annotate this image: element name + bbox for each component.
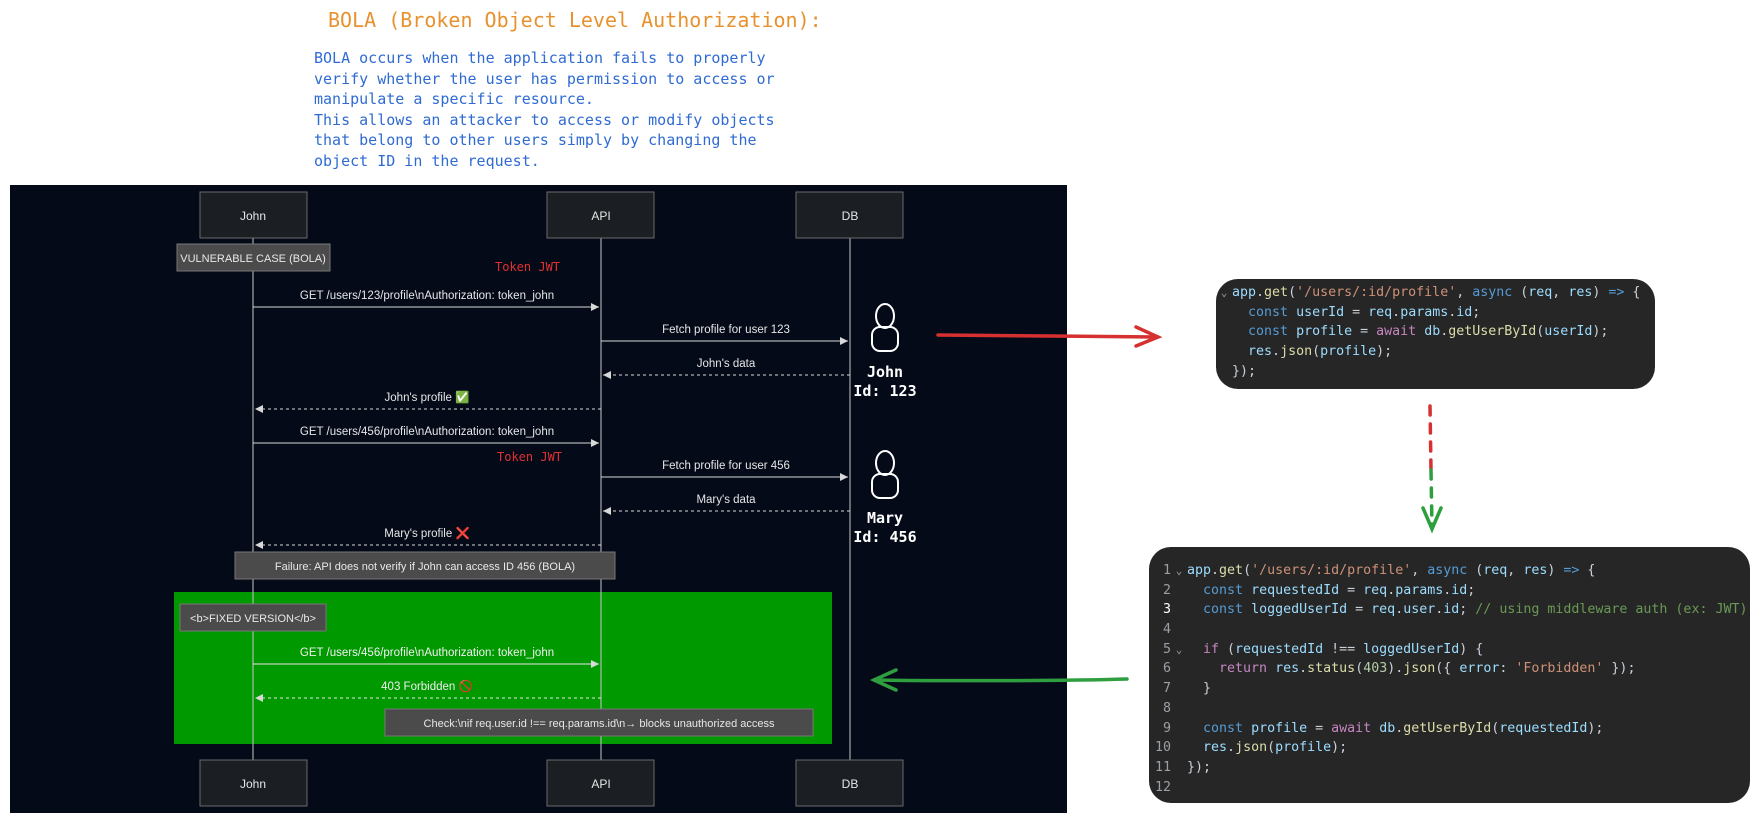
code-line-7: 7 }	[1162, 681, 1212, 697]
chevron-down-icon[interactable]: ⌄	[1175, 642, 1183, 656]
code-line-5: 5⌄ if (requestedId !== loggedUserId) {	[1149, 640, 1750, 660]
svg-text:Failure: API does not verify i: Failure: API does not verify if John can…	[275, 561, 575, 573]
sequence-diagram: John API DB John API DB VULNERABLE CASE …	[10, 185, 1067, 813]
svg-text:<b>FIXED VERSION</b>: <b>FIXED VERSION</b>	[190, 613, 316, 625]
code-text: app.get('/users/:id/profile', async (req…	[1232, 285, 1641, 300]
chevron-down-icon[interactable]: ⌄	[1175, 564, 1183, 577]
code-line-9: 9 const profile = await db.getUserById(r…	[1162, 720, 1604, 736]
svg-text:John: John	[240, 777, 266, 791]
code-line-3: 3 const loggedUserId = req.user.id; // u…	[1162, 602, 1748, 618]
user-john-figure: John Id: 123	[853, 303, 917, 400]
user-john-icon	[871, 303, 899, 352]
description: BOLA occurs when the application fails t…	[314, 48, 794, 171]
svg-text:403 Forbidden 🚫: 403 Forbidden 🚫	[381, 679, 473, 693]
message-1: GET /users/123/profile\nAuthorization: t…	[253, 290, 599, 311]
svg-text:GET /users/456/profile\nAuthor: GET /users/456/profile\nAuthorization: t…	[300, 426, 554, 438]
participant-api-bottom: API	[546, 759, 655, 807]
code-line-1: 1⌄app.get('/users/:id/profile', async (r…	[1149, 561, 1750, 581]
svg-text:VULNERABLE CASE (BOLA): VULNERABLE CASE (BOLA)	[180, 253, 326, 265]
message-7: Mary's data	[603, 494, 850, 515]
user-mary-id: Id: 456	[853, 528, 916, 546]
code-line-6: 6 return res.status(403).json({ error: '…	[1162, 661, 1636, 677]
participant-api-top: API	[546, 191, 655, 239]
failure-note: Failure: API does not verify if John can…	[234, 551, 616, 580]
svg-text:John's data: John's data	[697, 358, 756, 370]
fixed-version-note: <b>FIXED VERSION</b>	[179, 603, 327, 632]
user-mary-icon	[871, 450, 899, 499]
code-line-2: 2 const requestedId = req.params.id;	[1162, 582, 1476, 598]
svg-text:Mary's profile ❌: Mary's profile ❌	[384, 526, 470, 540]
participant-john-bottom: John	[199, 759, 308, 807]
user-john-id: Id: 123	[853, 382, 916, 400]
dashed-down-arrow	[1421, 404, 1443, 534]
code-line-11: 11});	[1154, 759, 1212, 775]
description-paragraph-2: This allows an attacker to access or mod…	[314, 110, 775, 170]
code-line: ⌄ app.get('/users/:id/profile', async (re…	[1216, 283, 1655, 303]
participant-db-bottom: DB	[795, 759, 904, 807]
vulnerable-case-note: VULNERABLE CASE (BOLA)	[176, 243, 331, 272]
code-line: });	[1232, 363, 1257, 379]
svg-text:John's profile ✅: John's profile ✅	[385, 390, 470, 404]
user-mary-name: Mary	[867, 509, 903, 527]
page-title: BOLA (Broken Object Level Authorization)…	[328, 8, 822, 32]
fixed-code-block: 1⌄app.get('/users/:id/profile', async (r…	[1149, 547, 1750, 803]
fixed-message-2: 403 Forbidden 🚫	[255, 679, 601, 702]
chevron-down-icon[interactable]: ⌄	[1220, 286, 1228, 299]
svg-text:GET /users/456/profile\nAuthor: GET /users/456/profile\nAuthorization: t…	[300, 647, 554, 659]
svg-text:DB: DB	[842, 209, 859, 223]
code-line-12: 12	[1154, 779, 1171, 795]
code-line-4: 4	[1162, 622, 1171, 638]
code-line: const userId = req.params.id;	[1248, 304, 1481, 320]
svg-text:Fetch profile for user 123: Fetch profile for user 123	[662, 324, 790, 336]
code-line: res.json(profile);	[1248, 344, 1393, 360]
svg-text:API: API	[591, 777, 610, 791]
svg-text:DB: DB	[842, 777, 859, 791]
svg-text:API: API	[591, 209, 610, 223]
code-line: const profile = await db.getUserById(use…	[1248, 324, 1609, 340]
participant-john-top: John	[199, 191, 308, 239]
message-4: John's profile ✅	[255, 390, 601, 413]
message-8: Mary's profile ❌	[255, 526, 601, 549]
message-5: GET /users/456/profile\nAuthorization: t…	[253, 426, 599, 447]
svg-text:GET /users/123/profile\nAuthor: GET /users/123/profile\nAuthorization: t…	[300, 290, 554, 302]
svg-text:Check:\nif req.user.id !== req: Check:\nif req.user.id !== req.params.id…	[424, 718, 775, 730]
check-note: Check:\nif req.user.id !== req.params.id…	[384, 708, 814, 737]
message-6: Fetch profile for user 456	[601, 460, 848, 481]
description-paragraph-1: BOLA occurs when the application fails t…	[314, 49, 775, 108]
code-line-8: 8	[1162, 700, 1171, 716]
svg-text:John: John	[240, 209, 266, 223]
message-3: John's data	[603, 358, 850, 379]
user-john-name: John	[867, 363, 903, 381]
user-mary-figure: Mary Id: 456	[853, 450, 917, 546]
fixed-message-1: GET /users/456/profile\nAuthorization: t…	[253, 647, 599, 668]
token-label-1: Token JWT	[495, 260, 560, 274]
svg-text:Mary's data: Mary's data	[696, 494, 756, 506]
svg-text:Fetch profile for user 456: Fetch profile for user 456	[662, 460, 790, 472]
vulnerable-code-block: ⌄ app.get('/users/:id/profile', async (re…	[1216, 279, 1655, 389]
token-label-2: Token JWT	[497, 450, 562, 464]
code-line-10: 10 res.json(profile);	[1154, 740, 1348, 756]
participant-db-top: DB	[795, 191, 904, 239]
message-2: Fetch profile for user 123	[601, 324, 848, 345]
